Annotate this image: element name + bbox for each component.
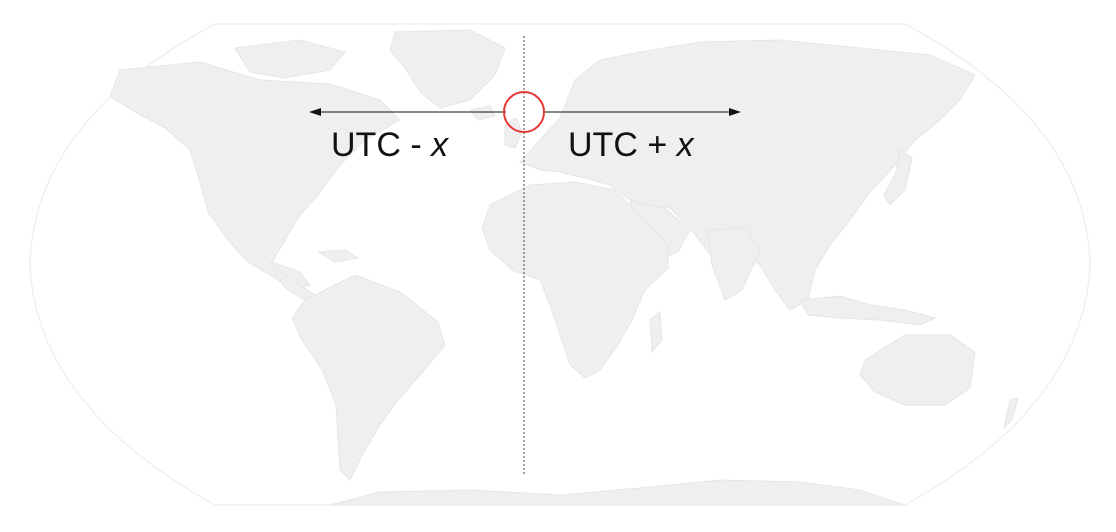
utc-minus-label: UTC - x [331, 128, 448, 162]
landmass-greenland [389, 29, 506, 109]
landmass-arctic-islands [234, 39, 346, 79]
landmass-iceland [469, 105, 496, 121]
landmasses [109, 29, 1019, 506]
landmass-south-america [291, 274, 446, 481]
utc-plus-variable: x [676, 126, 694, 164]
landmass-australia [859, 334, 976, 406]
utc-minus-variable: x [431, 126, 449, 164]
landmass-north-america [109, 61, 401, 291]
utc-plus-label: UTC + x [568, 128, 694, 162]
landmass-japan [883, 149, 913, 206]
landmass-caribbean [316, 249, 360, 263]
landmass-new-zealand [1003, 397, 1019, 430]
landmass-india [707, 227, 761, 301]
origin-red-circle [503, 91, 545, 133]
utc-plus-prefix: UTC + [568, 126, 677, 164]
landmass-southeast-asia-islands [799, 295, 937, 326]
utc-minus-prefix: UTC - [331, 126, 432, 164]
landmass-antarctica [329, 479, 906, 506]
landmass-africa [481, 181, 669, 379]
landmass-madagascar [649, 311, 663, 354]
